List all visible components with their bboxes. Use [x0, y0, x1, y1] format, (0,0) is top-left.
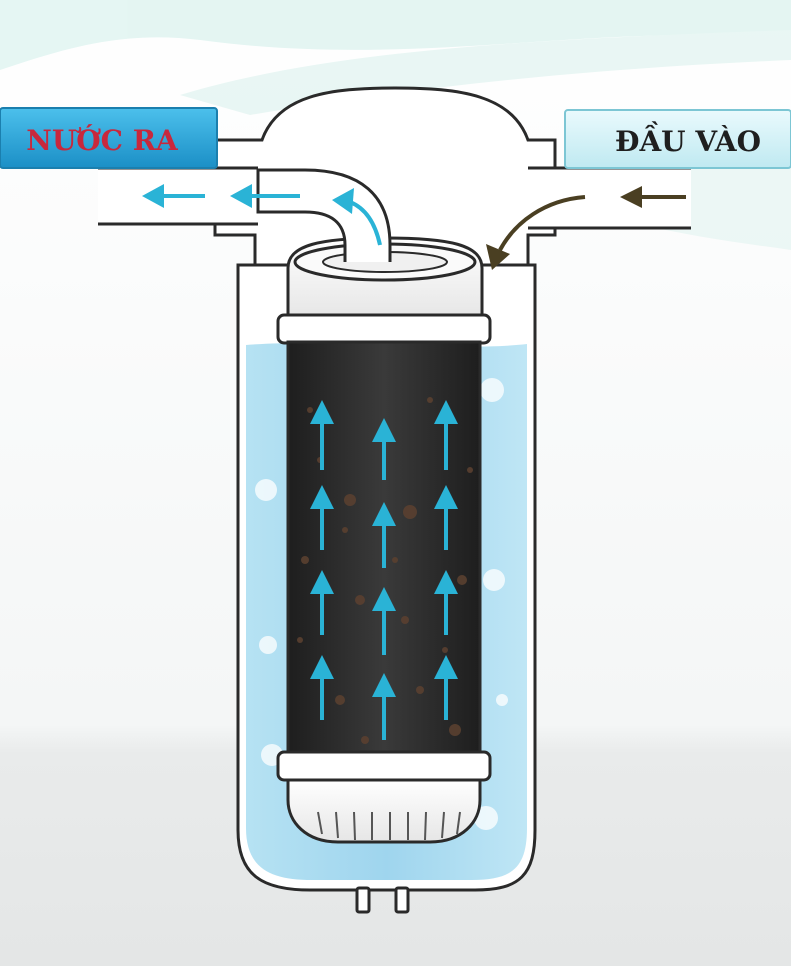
up-arrow — [310, 570, 334, 635]
outlet-label: NƯỚC RA — [0, 107, 218, 169]
up-arrow — [310, 400, 334, 470]
inlet-flow-arrows — [486, 186, 686, 270]
inlet-label-text: ĐẦU VÀO — [615, 121, 761, 158]
filtration-flow-arrows — [310, 400, 458, 740]
inlet-label: ĐẦU VÀO — [564, 109, 791, 169]
up-arrow — [310, 655, 334, 720]
up-arrow — [372, 587, 396, 655]
up-arrow — [310, 485, 334, 550]
carbon-granules — [297, 397, 473, 744]
up-arrow — [434, 485, 458, 550]
up-arrow — [372, 418, 396, 480]
outlet-label-text: NƯỚC RA — [26, 123, 179, 157]
water-bubbles — [255, 378, 508, 830]
outlet-arrow-left — [142, 184, 205, 208]
outlet-arrow-curved — [332, 188, 382, 246]
outlet-flow-arrows — [142, 184, 382, 246]
up-arrow — [372, 673, 396, 740]
up-arrow — [434, 400, 458, 470]
up-arrow — [434, 570, 458, 635]
center-tube-bend — [256, 168, 392, 262]
up-arrow — [372, 502, 396, 568]
outlet-arrow-mid — [230, 184, 300, 208]
up-arrow — [434, 655, 458, 720]
housing-bottom-plug — [355, 886, 410, 914]
inlet-arrow-curved — [486, 195, 586, 270]
inlet-arrow-straight — [620, 186, 686, 208]
cartridge-bottom-cap — [276, 750, 492, 844]
